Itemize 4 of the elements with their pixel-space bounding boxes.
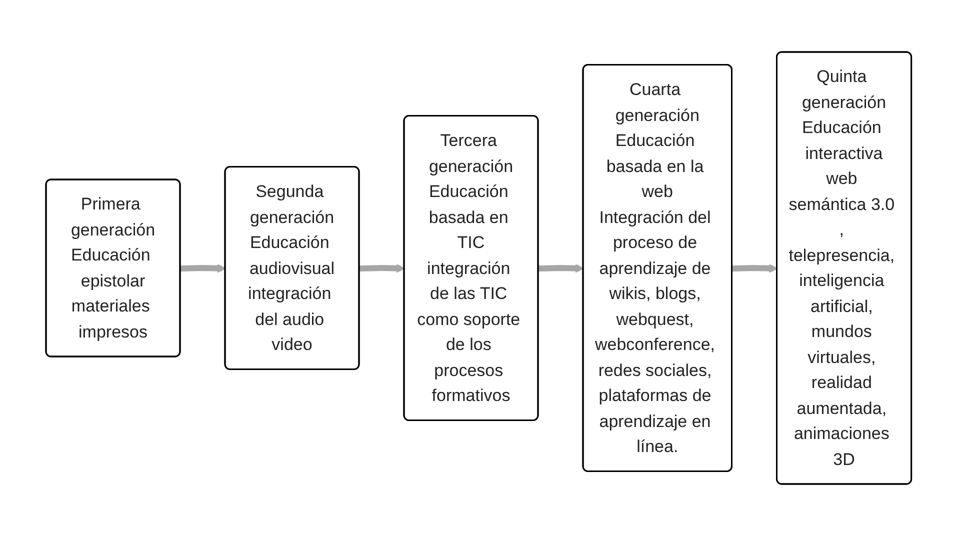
arrow (538, 264, 584, 273)
arrow (180, 264, 226, 273)
arrow (360, 264, 406, 273)
arrow (732, 264, 778, 273)
